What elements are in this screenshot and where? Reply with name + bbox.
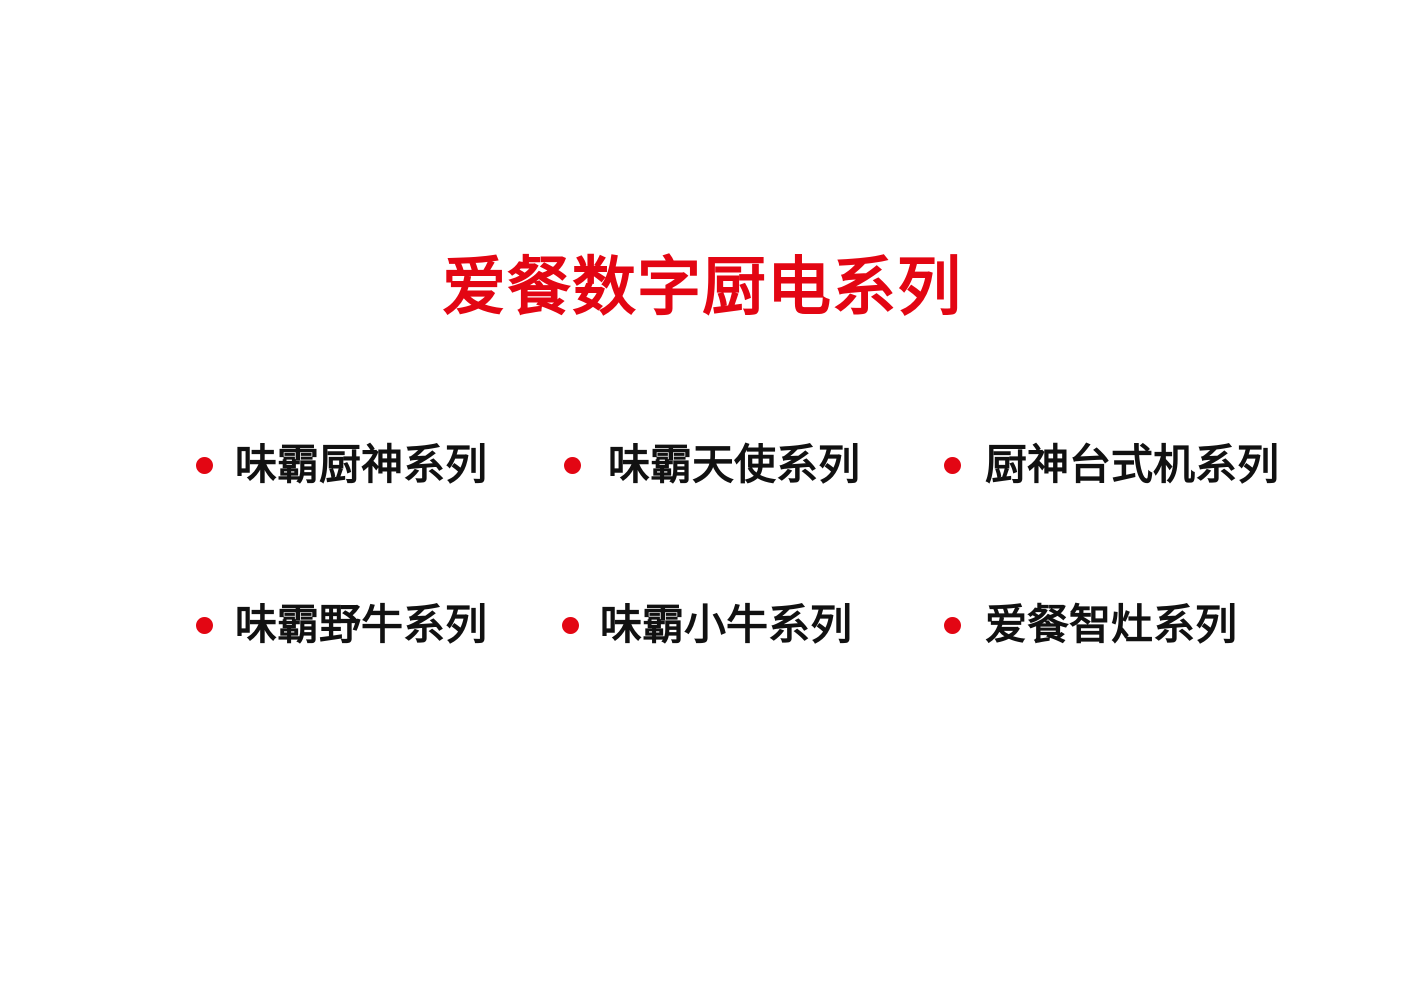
bullet-dot-icon xyxy=(562,616,579,634)
series-item-chushen: 味霸厨神系列 xyxy=(196,437,487,493)
bullet-dot-icon xyxy=(944,456,961,474)
series-item-yeniu: 味霸野牛系列 xyxy=(196,597,487,653)
page-title: 爱餐数字厨电系列 xyxy=(442,251,962,325)
series-label: 爱餐智灶系列 xyxy=(985,600,1238,649)
bullet-dot-icon xyxy=(944,616,961,634)
series-item-taishiji: 厨神台式机系列 xyxy=(944,437,1279,493)
series-item-tianshi: 味霸天使系列 xyxy=(564,437,860,493)
series-label: 味霸天使系列 xyxy=(608,440,861,489)
bullet-dot-icon xyxy=(564,456,581,474)
series-item-xiaoniu: 味霸小牛系列 xyxy=(562,597,852,653)
bullet-dot-icon xyxy=(196,616,213,634)
series-label: 味霸小牛系列 xyxy=(600,600,853,649)
series-item-zhizao: 爱餐智灶系列 xyxy=(944,597,1237,653)
series-label: 味霸厨神系列 xyxy=(235,440,488,489)
bullet-dot-icon xyxy=(196,456,213,474)
series-label: 厨神台式机系列 xyxy=(985,440,1280,489)
series-label: 味霸野牛系列 xyxy=(235,600,488,649)
